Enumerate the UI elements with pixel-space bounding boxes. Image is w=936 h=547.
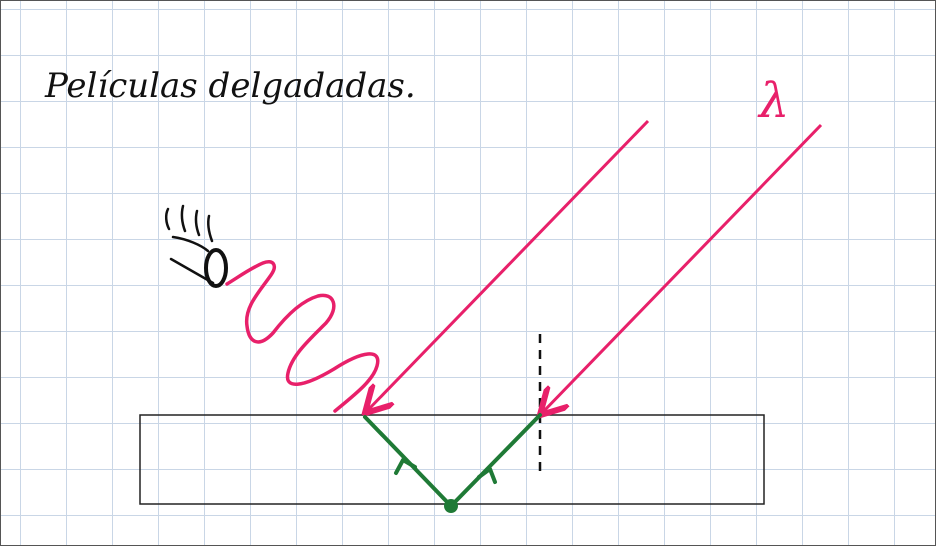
arrow-up-icon — [394, 458, 417, 475]
incident-ray-right — [542, 123, 823, 413]
thin-film — [139, 414, 765, 505]
bottom-reflection-point — [444, 499, 458, 513]
wavelength-label: λ — [757, 73, 789, 129]
arrow-down-icon — [477, 467, 497, 484]
refracted-path — [363, 413, 542, 508]
title-text: Películas delgadadas. — [44, 66, 416, 106]
reflected-wave — [225, 260, 380, 413]
incident-ray-left — [367, 119, 650, 411]
eye-icon — [164, 204, 228, 288]
